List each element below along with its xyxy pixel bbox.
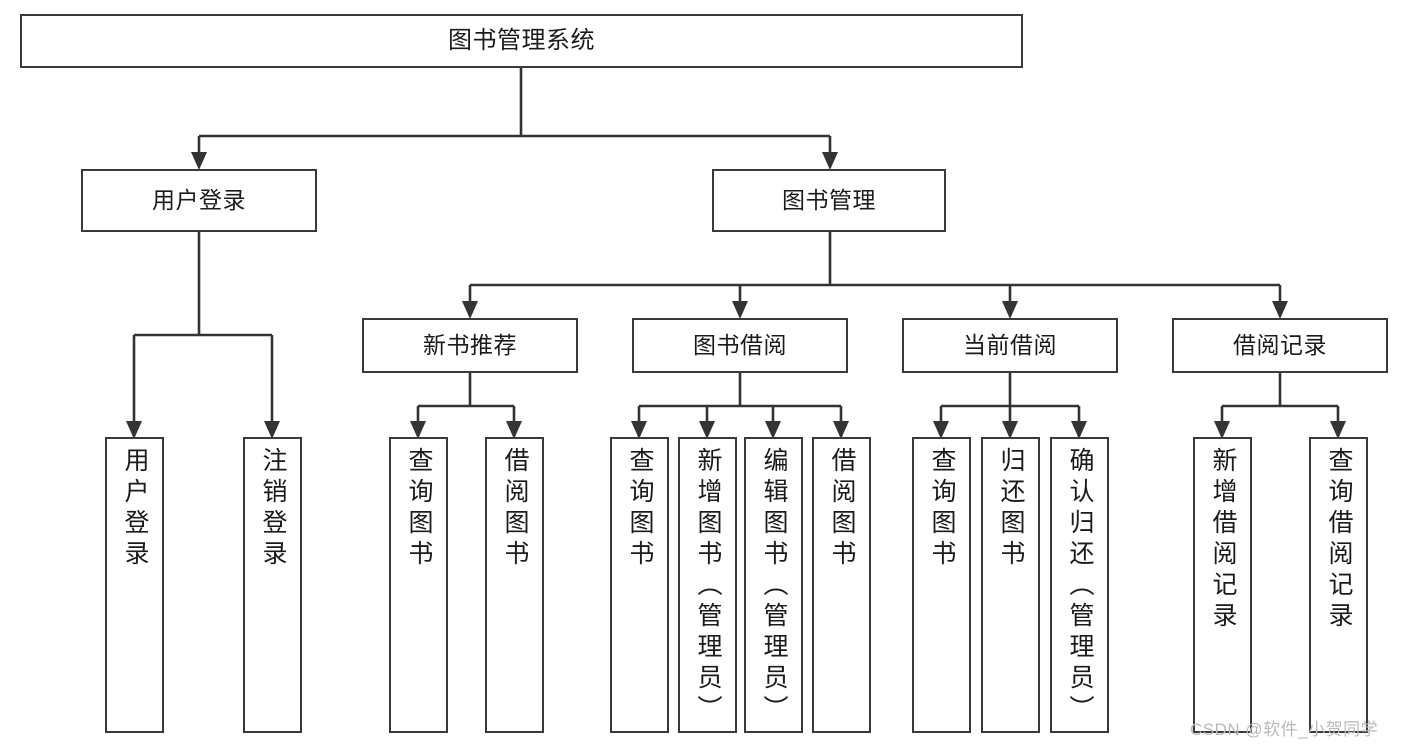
leaf-query-book-recommendation-label: 查询图书 [405, 447, 433, 571]
leaf-user-login-label: 用户登录 [121, 447, 149, 571]
node-book-management-label: 图书管理 [782, 187, 876, 214]
leaf-add-book-admin[interactable]: 新增图书（管理员） [678, 437, 737, 733]
leaf-confirm-return-admin-label: 确认归还（管理员） [1066, 447, 1094, 726]
leaf-confirm-return-admin[interactable]: 确认归还（管理员） [1050, 437, 1109, 733]
leaf-logout-label: 注销登录 [259, 447, 287, 571]
csdn-watermark: CSDN @软件_小贺同学 [1190, 720, 1379, 739]
leaf-borrow-book-label: 借阅图书 [828, 447, 856, 571]
arrowhead-n5 [1002, 301, 1018, 319]
leaf-borrow-book-recommendation[interactable]: 借阅图书 [485, 437, 544, 733]
leaf-query-borrow-record-label: 查询借阅记录 [1325, 447, 1353, 633]
leaf-logout[interactable]: 注销登录 [243, 437, 302, 733]
leaf-edit-book-admin[interactable]: 编辑图书（管理员） [744, 437, 803, 733]
leaf-query-book-current-label: 查询图书 [928, 447, 956, 571]
node-current-borrow[interactable]: 当前借阅 [902, 318, 1118, 373]
leaf-query-borrow-record[interactable]: 查询借阅记录 [1309, 437, 1368, 733]
node-borrow-record[interactable]: 借阅记录 [1172, 318, 1388, 373]
leaf-borrow-book[interactable]: 借阅图书 [812, 437, 871, 733]
node-new-book-recommendation[interactable]: 新书推荐 [362, 318, 578, 373]
node-root[interactable]: 图书管理系统 [20, 14, 1023, 68]
node-root-label: 图书管理系统 [448, 27, 595, 55]
node-book-borrow[interactable]: 图书借阅 [632, 318, 848, 373]
arrowhead-n1 [191, 152, 207, 170]
leaf-return-book-label: 归还图书 [997, 447, 1025, 571]
node-user-login-label: 用户登录 [152, 187, 246, 214]
leaf-add-book-admin-label: 新增图书（管理员） [694, 447, 722, 726]
node-user-login[interactable]: 用户登录 [81, 169, 317, 232]
leaf-return-book[interactable]: 归还图书 [981, 437, 1040, 733]
arrowhead-n4 [732, 301, 748, 319]
leaf-edit-book-admin-label: 编辑图书（管理员） [760, 447, 788, 726]
leaf-add-borrow-record[interactable]: 新增借阅记录 [1193, 437, 1252, 733]
arrowhead-n6 [1272, 301, 1288, 319]
leaf-query-book-recommendation[interactable]: 查询图书 [389, 437, 448, 733]
node-book-borrow-label: 图书借阅 [693, 332, 787, 359]
arrowhead-n3 [462, 301, 478, 319]
node-borrow-record-label: 借阅记录 [1233, 332, 1327, 359]
node-book-management[interactable]: 图书管理 [712, 169, 946, 232]
leaf-add-borrow-record-label: 新增借阅记录 [1209, 447, 1237, 633]
leaf-borrow-book-recommendation-label: 借阅图书 [501, 447, 529, 571]
node-current-borrow-label: 当前借阅 [963, 332, 1057, 359]
arrowhead-n2 [822, 152, 838, 170]
leaf-query-book-current[interactable]: 查询图书 [912, 437, 971, 733]
node-new-book-recommendation-label: 新书推荐 [423, 332, 517, 359]
leaf-query-book-borrow-label: 查询图书 [626, 447, 654, 571]
leaf-user-login[interactable]: 用户登录 [105, 437, 164, 733]
leaf-query-book-borrow[interactable]: 查询图书 [610, 437, 669, 733]
